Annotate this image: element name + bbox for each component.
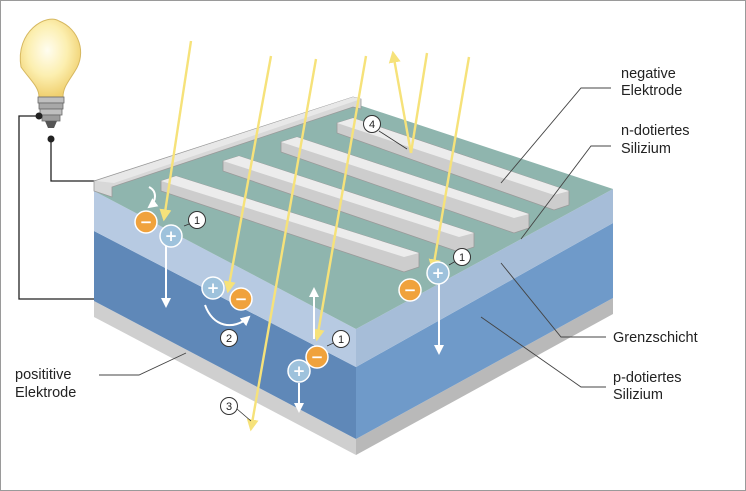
charge-carriers: − + + − − + + −	[134, 210, 450, 383]
svg-text:1: 1	[194, 215, 200, 227]
electron-minus-icon: −	[229, 287, 253, 311]
electron-minus-icon: −	[398, 278, 422, 302]
circuit-wire	[18, 115, 97, 300]
hole-plus-icon: +	[426, 261, 450, 285]
svg-text:−: −	[404, 281, 417, 299]
svg-text:−: −	[140, 213, 153, 231]
svg-text:+: +	[432, 264, 445, 282]
label-negative-electrode-1: negative	[621, 66, 676, 82]
svg-text:3: 3	[226, 401, 232, 413]
marker-1: 1	[326, 330, 350, 348]
light-bulb-icon	[19, 18, 82, 143]
marker-1: 1	[183, 211, 206, 229]
label-positive-electrode-2: Elektrode	[15, 385, 76, 401]
svg-text:−: −	[311, 348, 324, 366]
electron-minus-icon: −	[134, 210, 158, 234]
marker-3: 3	[220, 397, 252, 422]
label-n-doped-2: Silizium	[621, 141, 671, 157]
hole-plus-icon: +	[159, 224, 183, 248]
label-positive-electrode-1: posititive	[15, 367, 71, 383]
light-rays	[159, 40, 471, 432]
svg-text:4: 4	[369, 119, 375, 131]
positive-electrode-layer	[94, 298, 613, 455]
svg-text:+: +	[293, 362, 306, 380]
hole-plus-icon: +	[287, 359, 311, 383]
electron-minus-icon: −	[305, 345, 329, 369]
svg-text:2: 2	[226, 333, 232, 345]
hole-plus-icon: +	[201, 276, 225, 300]
label-n-doped-1: n-dotiertes	[621, 123, 690, 139]
svg-text:1: 1	[459, 252, 465, 264]
numbered-markers: 1 1 1 2 3 4	[183, 115, 471, 422]
label-boundary: Grenzschicht	[613, 330, 698, 346]
marker-1: 1	[448, 248, 471, 266]
label-p-doped-2: Silizium	[613, 387, 663, 403]
carrier-paths	[147, 186, 444, 413]
label-p-doped-1: p-dotiertes	[613, 370, 682, 386]
svg-text:−: −	[235, 290, 248, 308]
marker-2: 2	[220, 329, 238, 347]
negative-electrode-grid	[93, 96, 570, 273]
label-negative-electrode-2: Elektrode	[621, 83, 682, 99]
leader-lines	[99, 87, 611, 388]
layer-labels: negative Elektrode n-dotiertes Silizium …	[15, 66, 698, 403]
svg-text:+: +	[207, 279, 220, 297]
svg-text:1: 1	[338, 334, 344, 346]
marker-4: 4	[363, 115, 408, 150]
svg-text:+: +	[165, 227, 178, 245]
